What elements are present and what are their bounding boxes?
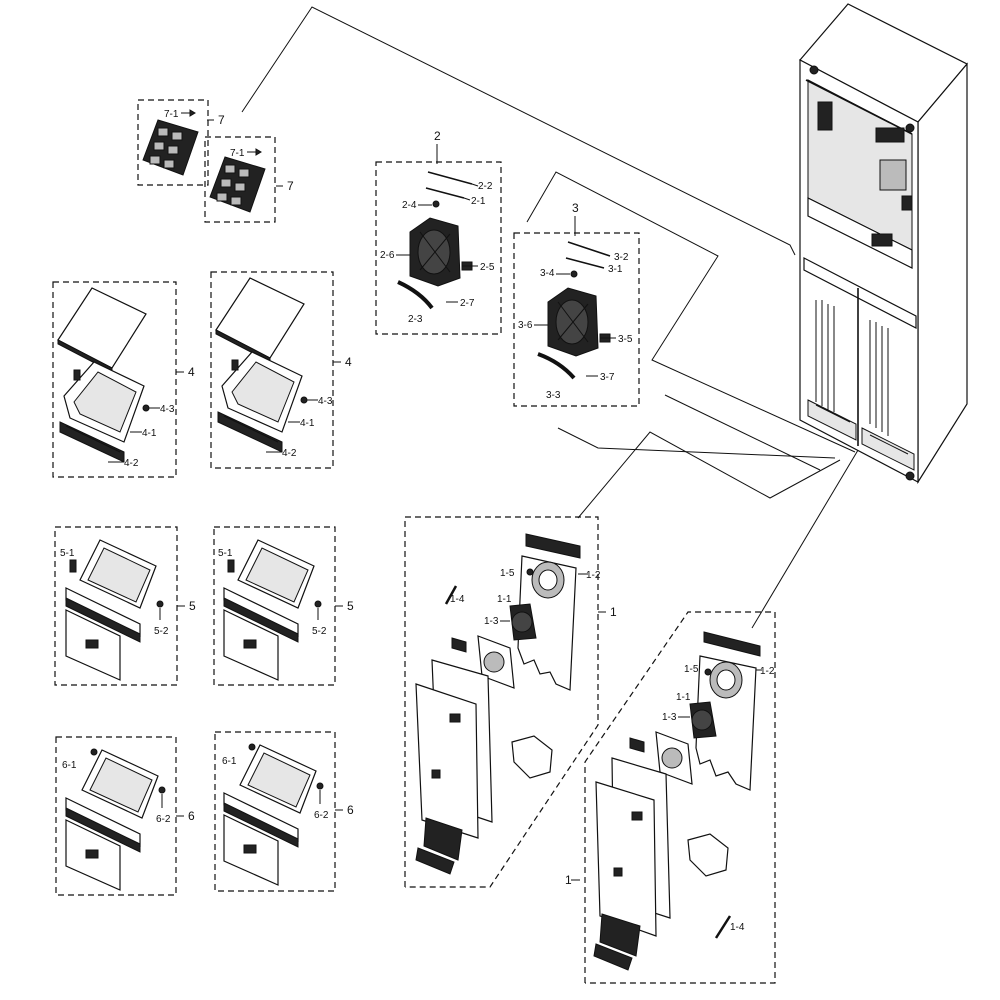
callout-7-1: 7-1	[230, 148, 245, 159]
callout-4-2: 4-2	[124, 458, 139, 469]
part-group-6-left-drawer: 6-1 6-2 6	[55, 736, 195, 896]
callout-4: 4	[188, 365, 195, 379]
callout-1: 1	[565, 873, 572, 887]
callout-2-6: 2-6	[380, 250, 395, 261]
leader-lines	[241, 6, 871, 629]
callout-1-4: 1-4	[450, 594, 465, 605]
callout-1-5: 1-5	[684, 664, 699, 675]
callout-6-2: 6-2	[156, 814, 171, 825]
callout-4: 4	[345, 355, 352, 369]
part-group-5-right-drawer: 5-1 5-2 5	[213, 526, 354, 686]
refrigerator-cabinet	[799, 3, 968, 485]
callout-2-4: 2-4	[402, 200, 417, 211]
callout-1-4: 1-4	[730, 922, 745, 933]
part-group-6-right-drawer: 6-1 6-2 6	[214, 731, 354, 892]
callout-1-3: 1-3	[484, 616, 499, 627]
callout-5-2: 5-2	[312, 626, 327, 637]
callout-3-5: 3-5	[618, 334, 633, 345]
part-group-1-left-evaporator-cover: 1 1-5 1-2 1-1 1-3 1-4	[404, 516, 617, 888]
callout-1-2: 1-2	[586, 570, 601, 581]
callout-6-1: 6-1	[62, 760, 77, 771]
callout-7: 7	[218, 113, 225, 127]
callout-3-2: 3-2	[614, 252, 629, 263]
callout-1-1: 1-1	[676, 692, 691, 703]
callout-1-3: 1-3	[662, 712, 677, 723]
callout-1-1: 1-1	[497, 594, 512, 605]
callout-6-1: 6-1	[222, 756, 237, 767]
callout-5-1: 5-1	[218, 548, 233, 559]
callout-2-7: 2-7	[460, 298, 475, 309]
callout-4-3: 4-3	[160, 404, 175, 415]
callout-3: 3	[572, 201, 579, 215]
callout-1-2: 1-2	[760, 666, 775, 677]
part-group-3-fan-assembly: 3 3-2 3-1 3-4 3-6 3-5 3-3 3-7	[513, 201, 640, 407]
callout-5-2: 5-2	[154, 626, 169, 637]
callout-2-5: 2-5	[480, 262, 495, 273]
part-group-4-left-bin: 4-3 4-1 4-2 4	[52, 281, 195, 478]
callout-4-1: 4-1	[142, 428, 157, 439]
callout-3-3: 3-3	[546, 390, 561, 401]
callout-3-4: 3-4	[540, 268, 555, 279]
part-group-7-right: 7-1 7	[204, 136, 294, 223]
callout-5: 5	[347, 599, 354, 613]
callout-4-2: 4-2	[282, 448, 297, 459]
callout-4-1: 4-1	[300, 418, 315, 429]
callout-3-1: 3-1	[608, 264, 623, 275]
part-group-4-right-bin: 4-3 4-1 4-2 4	[210, 271, 352, 469]
callout-7-1: 7-1	[164, 109, 179, 120]
freezer-rack-left	[815, 300, 889, 436]
callout-2-2: 2-2	[478, 181, 493, 192]
part-group-2-fan-assembly: 2 2-2 2-1 2-4 2-6 2-5 2-3 2-7	[375, 129, 502, 335]
callout-6: 6	[188, 809, 195, 823]
callout-5-1: 5-1	[60, 548, 75, 559]
callout-4-3: 4-3	[318, 396, 333, 407]
callout-2: 2	[434, 129, 441, 143]
callout-2-1: 2-1	[471, 196, 486, 207]
callout-7: 7	[287, 179, 294, 193]
callout-6-2: 6-2	[314, 810, 329, 821]
part-group-1-right-evaporator-cover: 1 1-5 1-2 1-1 1-3 1-4	[565, 611, 776, 984]
callout-1: 1	[610, 605, 617, 619]
part-group-7-left: 7-1 7	[137, 99, 225, 186]
callout-3-7: 3-7	[600, 372, 615, 383]
callout-1-5: 1-5	[500, 568, 515, 579]
part-group-5-left-drawer: 5-1 5-2 5	[54, 526, 196, 686]
callout-3-6: 3-6	[518, 320, 533, 331]
callout-5: 5	[189, 599, 196, 613]
callout-2-3: 2-3	[408, 314, 423, 325]
callout-6: 6	[347, 803, 354, 817]
